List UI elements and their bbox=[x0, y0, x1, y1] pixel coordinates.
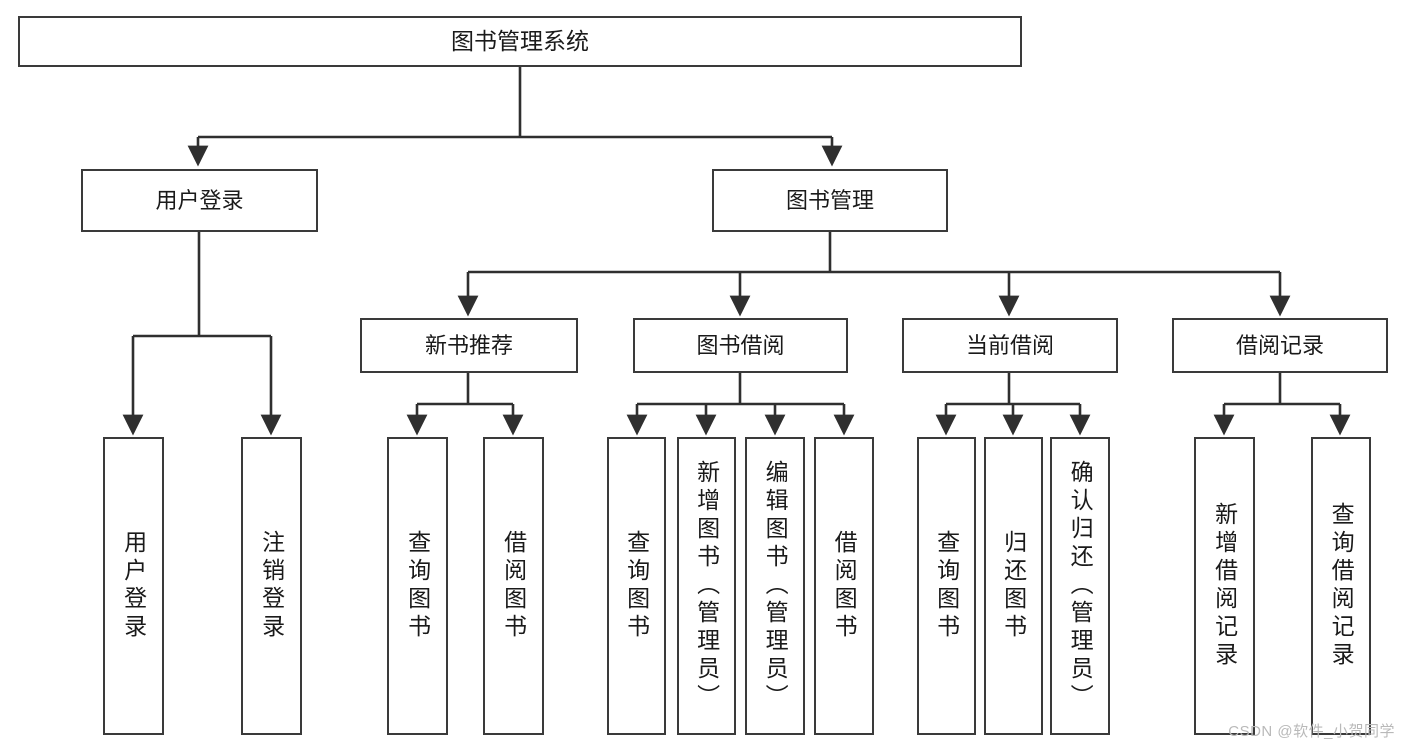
node-borrow-record[interactable]: 借阅记录 bbox=[1172, 318, 1388, 373]
leaf-return-book[interactable]: 归还图书 bbox=[984, 437, 1043, 735]
node-current-borrow[interactable]: 当前借阅 bbox=[902, 318, 1118, 373]
leaf-query-book-recommend[interactable]: 查询图书 bbox=[387, 437, 448, 735]
leaf-confirm-return-label: 确认归还（管理员） bbox=[1067, 460, 1094, 712]
watermark: CSDN @软件_小贺同学 bbox=[1228, 723, 1395, 740]
leaf-borrow-book[interactable]: 借阅图书 bbox=[814, 437, 874, 735]
leaf-confirm-return[interactable]: 确认归还（管理员） bbox=[1050, 437, 1110, 735]
node-new-book-recommend[interactable]: 新书推荐 bbox=[360, 318, 578, 373]
leaf-query-book-borrow-label: 查询图书 bbox=[623, 530, 650, 642]
leaf-borrow-book-label: 借阅图书 bbox=[831, 530, 858, 642]
leaf-borrow-book-recommend[interactable]: 借阅图书 bbox=[483, 437, 544, 735]
node-book-borrow[interactable]: 图书借阅 bbox=[633, 318, 848, 373]
leaf-query-borrow-record-label: 查询借阅记录 bbox=[1328, 502, 1355, 670]
leaf-user-logout-label: 注销登录 bbox=[258, 530, 285, 642]
node-root-label: 图书管理系统 bbox=[451, 28, 589, 55]
node-book-management-label: 图书管理 bbox=[785, 187, 874, 213]
leaf-add-borrow-record-label: 新增借阅记录 bbox=[1211, 502, 1238, 670]
node-book-borrow-label: 图书借阅 bbox=[696, 332, 785, 358]
node-current-borrow-label: 当前借阅 bbox=[965, 332, 1054, 358]
node-root[interactable]: 图书管理系统 bbox=[18, 16, 1022, 67]
leaf-query-book-current[interactable]: 查询图书 bbox=[917, 437, 976, 735]
leaf-edit-book-label: 编辑图书（管理员） bbox=[762, 460, 789, 712]
node-user-login[interactable]: 用户登录 bbox=[81, 169, 318, 232]
node-borrow-record-label: 借阅记录 bbox=[1235, 332, 1324, 358]
leaf-user-login[interactable]: 用户登录 bbox=[103, 437, 164, 735]
leaf-user-logout[interactable]: 注销登录 bbox=[241, 437, 302, 735]
leaf-borrow-book-recommend-label: 借阅图书 bbox=[500, 530, 527, 642]
leaf-query-book-recommend-label: 查询图书 bbox=[404, 530, 431, 642]
leaf-user-login-label: 用户登录 bbox=[120, 530, 147, 642]
node-new-book-recommend-label: 新书推荐 bbox=[424, 332, 513, 358]
node-book-management[interactable]: 图书管理 bbox=[712, 169, 948, 232]
leaf-add-book-label: 新增图书（管理员） bbox=[693, 460, 720, 712]
leaf-query-book-current-label: 查询图书 bbox=[933, 530, 960, 642]
leaf-query-book-borrow[interactable]: 查询图书 bbox=[607, 437, 666, 735]
leaf-return-book-label: 归还图书 bbox=[1000, 530, 1027, 642]
node-user-login-label: 用户登录 bbox=[155, 187, 244, 213]
leaf-add-book[interactable]: 新增图书（管理员） bbox=[677, 437, 736, 735]
leaf-add-borrow-record[interactable]: 新增借阅记录 bbox=[1194, 437, 1255, 735]
leaf-query-borrow-record[interactable]: 查询借阅记录 bbox=[1311, 437, 1371, 735]
leaf-edit-book[interactable]: 编辑图书（管理员） bbox=[745, 437, 805, 735]
